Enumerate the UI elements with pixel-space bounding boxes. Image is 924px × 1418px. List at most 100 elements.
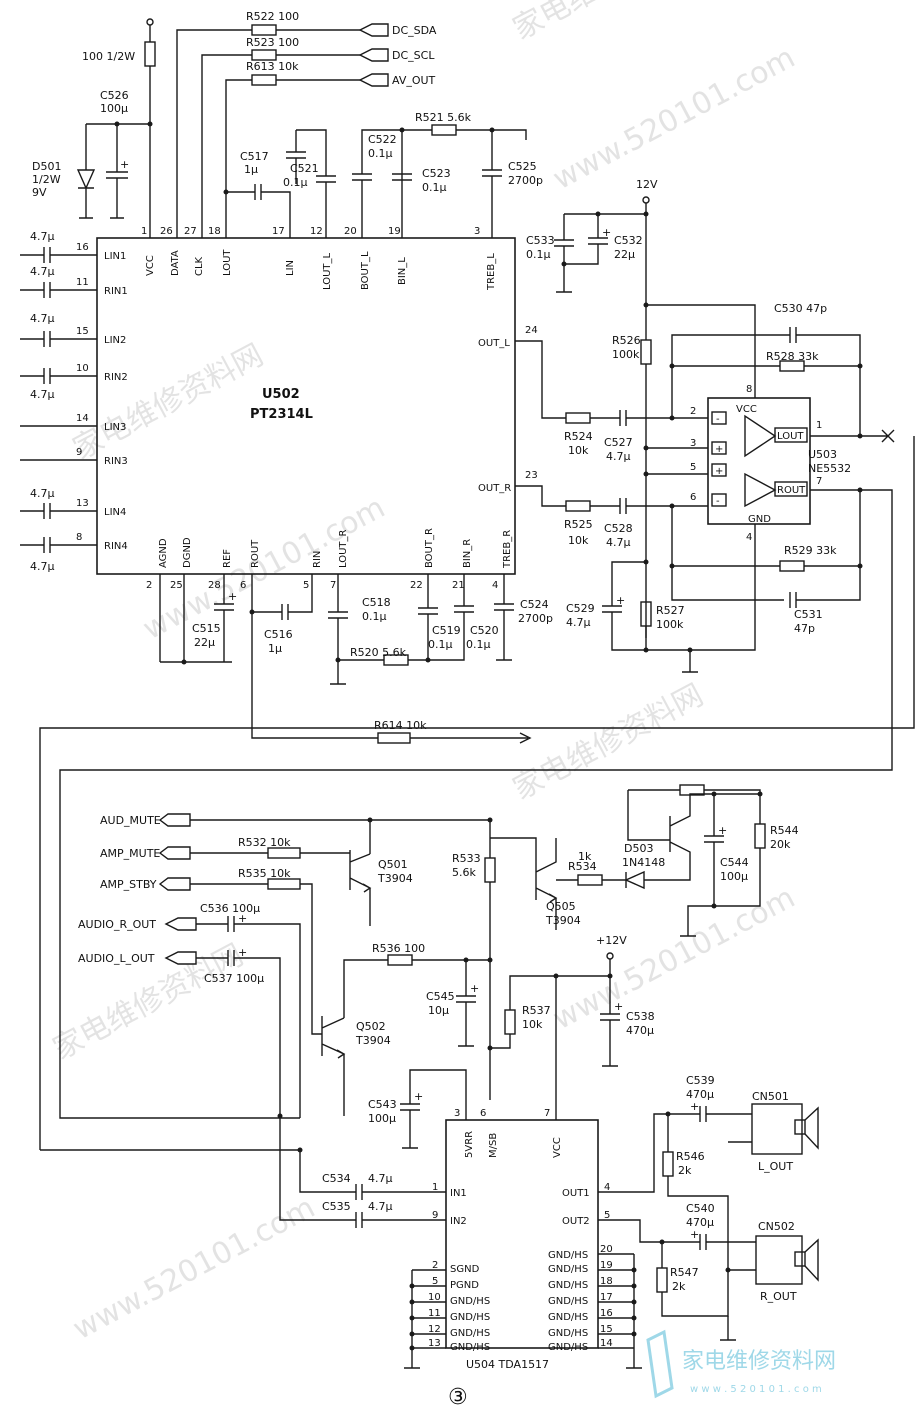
resistor-label: R522 100 [246,10,299,23]
svg-text:-: - [716,496,720,507]
svg-text:+: + [715,444,723,455]
connector-label: CN502 [758,1220,795,1233]
supply-label: +12V [596,934,627,947]
svg-text:+: + [690,1228,699,1241]
net-label: AV_OUT [392,74,436,87]
cap-label: C535 [322,1200,351,1213]
pin-label: GND/HS [548,1264,588,1275]
pin-number: 5 [604,1210,610,1221]
pin-label: 5VRR [464,1131,475,1158]
pin-label: IN1 [450,1188,467,1199]
resistor-value: 5.6k [452,866,476,879]
pin-number: 5 [690,462,696,473]
cap-value: 22μ [614,248,635,261]
pin-label: CLK [194,256,205,276]
resistor-label: 100 1/2W [82,50,135,63]
cap-label: C525 [508,160,537,173]
supply-12v: 12V + C533 0.1μ C532 22μ [526,178,658,638]
cap-value: 2700p [508,174,543,187]
cap-value: 0.1μ [466,638,491,651]
pin-number: 2 [690,406,696,417]
pin-number: 25 [170,580,183,591]
svg-text:+: + [614,1000,623,1013]
cap-value: 1μ [244,163,258,176]
pin-number: 5 [432,1276,438,1287]
pin-label: GND/HS [548,1328,588,1339]
pin-number: 17 [600,1292,613,1303]
pin-label: M/SB [488,1133,499,1158]
u502-top-circuit: 100 1/2W C526 100μ + D501 1/2W 9V R522 1… [32,10,543,238]
pin-number: 6 [480,1108,486,1119]
svg-text:+: + [470,982,479,995]
pin-label: BOUT_L [360,251,371,290]
pin-label: SGND [450,1264,480,1275]
pin-label: GND/HS [450,1328,490,1339]
cap-label: C545 [426,990,455,1003]
pin-number: 2 [432,1260,438,1271]
pin-label: LIN4 [104,507,126,518]
cap-label: C522 [368,133,397,146]
transistor-label: Q501 [378,858,408,871]
pin-label: GND [748,514,771,525]
pin-label: GND/HS [450,1312,490,1323]
resistor-value: 20k [770,838,791,851]
u504-left-pins: IN1 1 IN2 9 SGND 2 PGND 5 GND/HS 10 GND/… [404,1182,490,1369]
u503-ref: U503 [808,448,837,461]
u502-right-pins: OUT_L 24 OUT_R 23 [478,325,708,514]
cap-label: C536 100μ [200,902,260,915]
resistor-value: 2k [678,1164,692,1177]
cap-label: C516 [264,628,293,641]
pin-number: 26 [160,226,173,237]
pin-number: 9 [76,447,82,458]
pin-label: RIN2 [104,372,128,383]
cap-value: 4.7μ [30,230,55,243]
pin-label: VCC [736,404,757,415]
pin-number: 7 [330,580,336,591]
cap-label: C527 [604,436,633,449]
cap-label: C521 [290,162,319,175]
cap-label: C540 [686,1202,715,1215]
pin-number: 1 [141,226,147,237]
connector-label: L_OUT [758,1160,793,1173]
u504-amplifier: 3 6 7 5VRR M/SB VCC U504 TDA1517 IN1 1 I… [277,1074,819,1371]
resistor-label: R523 100 [246,36,299,49]
pin-number: 10 [76,363,89,374]
cap-label: C515 [192,622,221,635]
pin-label: OUT_R [478,483,511,494]
cap-label: C518 [362,596,391,609]
resistor-label: R547 [670,1266,699,1279]
cap-value: 0.1μ [422,181,447,194]
resistor-label: R544 [770,824,799,837]
pin-number: 11 [428,1308,441,1319]
diode-label: D503 [624,842,653,855]
watermark-url: www.520101.com [547,880,801,1037]
cap-label: C523 [422,167,451,180]
cap-label: C538 [626,1010,655,1023]
cap-label: C524 [520,598,549,611]
pin-label: ROUT [250,539,261,568]
u503-part: NE5532 [808,462,851,475]
resistor-label: R535 10k [238,867,291,880]
pin-label: GND/HS [450,1296,490,1307]
pin-number: 1 [432,1182,438,1193]
cap-value: 0.1μ [368,147,393,160]
pin-label: LIN3 [104,422,126,433]
resistor-value: 100k [612,348,640,361]
svg-text:+: + [690,1100,699,1113]
pin-label: TREB_R [502,530,513,569]
net-label: AMP_STBY [100,878,157,891]
cap-value: 4.7μ [606,536,631,549]
pin-number: 5 [303,580,309,591]
cap-value: 0.1μ [428,638,453,651]
pin-number: 15 [76,326,89,337]
u502-bottom-pins: 2 25 28 6 5 7 22 21 4 AGND DGND REF ROUT… [146,528,513,591]
u504-right-pins: OUT1 4 OUT2 5 GND/HS 20 GND/HS 19 GND/HS… [548,1182,642,1369]
pin-number: 12 [428,1324,441,1335]
pin-number: 4 [746,532,752,543]
transistor-part: T3904 [355,1034,391,1047]
diode-label: D501 [32,160,61,173]
cap-value: 2700p [518,612,553,625]
pin-label: GND/HS [548,1280,588,1291]
connector-label: CN501 [752,1090,789,1103]
resistor-label: R529 33k [784,544,837,557]
